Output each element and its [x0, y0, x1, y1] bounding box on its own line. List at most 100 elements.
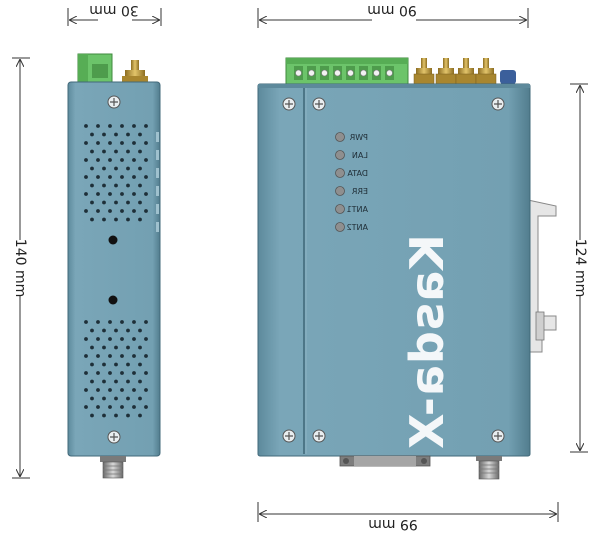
vent-hole — [90, 328, 94, 333]
vent-hole — [120, 337, 124, 341]
brand-logo-text: Kasda-X — [400, 234, 454, 450]
front-serial-port — [339, 455, 431, 467]
din-rail-clip — [527, 199, 557, 353]
side-view — [67, 53, 161, 479]
vent-hole — [90, 132, 94, 137]
vent-hole — [126, 345, 130, 350]
vent-hole — [102, 413, 106, 418]
vent-hole — [144, 141, 148, 145]
dimension-body-height: 124 mm — [570, 83, 589, 453]
vent-hole — [90, 149, 94, 154]
led-pwr: PWR — [335, 132, 368, 142]
vent-hole — [108, 371, 112, 375]
vent-hole — [126, 413, 130, 418]
antenna-connector — [455, 58, 477, 85]
vent-hole — [132, 388, 136, 392]
vent-hole — [114, 345, 118, 350]
side-body — [67, 81, 161, 457]
antenna-connector — [435, 58, 457, 85]
front-body — [257, 83, 531, 457]
vent-hole — [84, 405, 88, 409]
vent-hole — [84, 141, 88, 145]
vent-hole — [144, 209, 148, 213]
vent-hole — [132, 209, 136, 213]
vent-hole — [132, 320, 136, 324]
vent-hole — [144, 388, 148, 392]
vent-hole — [114, 217, 118, 222]
vent-hole — [144, 405, 148, 409]
front-screw-top-right — [491, 97, 505, 111]
vent-hole — [114, 149, 118, 154]
vent-hole — [144, 124, 148, 128]
vent-hole — [96, 354, 100, 358]
dimension-total-width-label: 99 mm — [368, 516, 418, 532]
vent-hole — [138, 200, 142, 205]
vent-hole — [138, 183, 142, 188]
led-data: DATA — [335, 168, 368, 178]
vent-hole — [126, 132, 130, 137]
vent-hole — [138, 217, 142, 222]
dimension-total-height: 140 mm — [11, 57, 30, 479]
front-screw-bottom-right — [491, 429, 505, 443]
led-label: LAN — [352, 151, 368, 160]
dimension-front-width-label: 90 mm — [367, 2, 417, 18]
vent-hole — [102, 379, 106, 384]
vent-hole — [120, 175, 124, 179]
vent-hole — [102, 149, 106, 154]
vent-hole — [144, 320, 148, 324]
vent-hole — [126, 379, 130, 384]
front-screw-top-left — [282, 97, 296, 111]
vent-hole — [90, 379, 94, 384]
vent-hole — [126, 200, 130, 205]
led-label: ANT1 — [347, 205, 368, 214]
vent-hole — [120, 320, 124, 324]
brand-logo: Kasda-X — [400, 234, 454, 450]
vent-hole — [144, 354, 148, 358]
vent-hole — [84, 158, 88, 162]
vent-hole — [138, 132, 142, 137]
led-indicator — [335, 132, 345, 142]
vent-hole — [132, 124, 136, 128]
vent-hole — [84, 124, 88, 128]
led-ant2: ANT2 — [335, 222, 368, 232]
vent-hole — [102, 328, 106, 333]
vent-hole — [90, 183, 94, 188]
vent-hole — [108, 388, 112, 392]
front-antenna-connectors — [413, 58, 497, 85]
side-terminal-block — [77, 53, 113, 85]
vent-hole — [126, 149, 130, 154]
vent-hole — [90, 345, 94, 350]
vent-hole — [90, 362, 94, 367]
vent-hole — [102, 362, 106, 367]
vent-hole — [96, 388, 100, 392]
side-mount-hole-lower — [108, 295, 118, 305]
vent-hole — [114, 183, 118, 188]
led-label: DATA — [347, 169, 368, 178]
front-terminal-block — [285, 57, 409, 85]
vent-hole — [144, 158, 148, 162]
vent-hole — [114, 166, 118, 171]
vent-hole — [84, 175, 88, 179]
dimension-front-width: 90 mm — [257, 2, 529, 28]
vent-hole — [90, 413, 94, 418]
vent-hole — [108, 192, 112, 196]
vent-hole — [102, 217, 106, 222]
vent-hole — [108, 124, 112, 128]
led-err: ERR — [335, 186, 368, 196]
vent-hole — [96, 405, 100, 409]
vent-hole — [90, 396, 94, 401]
side-screw-top — [107, 95, 121, 109]
led-label: ANT2 — [347, 223, 368, 232]
terminal-screw — [308, 69, 315, 77]
vent-hole — [84, 337, 88, 341]
vent-hole — [120, 371, 124, 375]
led-label: ERR — [351, 187, 368, 196]
vent-hole — [102, 345, 106, 350]
vent-hole — [138, 149, 142, 154]
vent-hole — [108, 320, 112, 324]
vent-hole — [96, 337, 100, 341]
vent-hole — [114, 362, 118, 367]
vent-hole — [126, 183, 130, 188]
vent-hole — [96, 175, 100, 179]
